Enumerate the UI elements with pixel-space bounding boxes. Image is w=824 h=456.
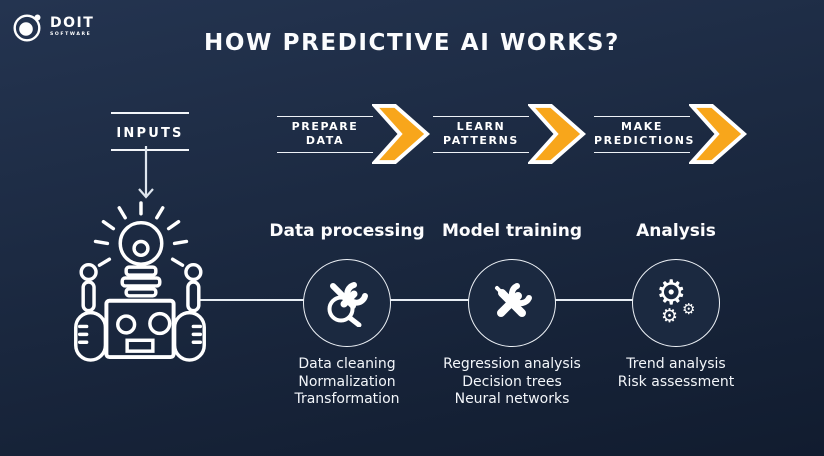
stage-title: Model training [441,221,583,241]
flow-step-label: LEARN PATTERNS [433,115,529,153]
stage-title: Data processing [269,221,425,241]
list-item: Decision trees [462,373,562,390]
stage-list: Trend analysis Risk assessment [566,356,786,391]
connector-line [199,299,633,301]
doit-logo-text: DOIT SOFTWARE [50,16,94,37]
stage-list: Regression analysis Decision trees Neura… [402,356,622,409]
list-item: Data cleaning [298,356,396,372]
flow-step-text-line2: DATA [305,134,345,147]
stage-circle [468,259,556,347]
doit-logo-icon [13,14,41,42]
list-item: Neural networks [454,391,570,407]
gear-large-icon: ⚙ [656,273,687,313]
chevron-right-icon [689,104,747,164]
stage-circle [303,259,391,347]
stage-list: Data cleaning Normalization Transformati… [237,356,457,409]
flow-step-label: PREPARE DATA [277,115,373,153]
flow-step-label: MAKE PREDICTIONS [594,115,696,153]
gears-icon: ⚙ ⚙ ⚙ [652,273,700,327]
list-item: Trend analysis [626,356,726,372]
inputs-label-box: INPUTS [111,112,189,151]
crossed-tools-icon [495,283,532,317]
list-item: Risk assessment [617,373,735,390]
flow-step-text-line2: PREDICTIONS [594,134,696,147]
flow-step-text-line1: PREPARE [291,119,359,133]
gear-medium-icon: ⚙ [661,305,679,327]
down-arrow-icon [138,146,154,199]
flow-step-prepare-data: PREPARE DATA [277,103,430,165]
stage-title: Analysis [636,221,716,241]
flow-step-learn-patterns: LEARN PATTERNS [433,103,586,165]
stage-circle: ⚙ ⚙ ⚙ [632,259,720,347]
page-title: HOW PREDICTIVE AI WORKS? [204,30,620,56]
gear-small-icon: ⚙ [682,300,696,318]
list-item: Transformation [294,391,400,407]
magnifier-tools-icon [327,282,368,327]
flow-step-make-predictions: MAKE PREDICTIONS [594,103,747,165]
robot-icon [74,201,206,362]
flow-step-text-line2: PATTERNS [443,134,519,147]
chevron-right-icon [528,104,586,164]
flow-step-text-line1: MAKE [621,119,663,133]
list-item: Regression analysis [443,356,581,372]
doit-logo: DOIT SOFTWARE [12,11,94,43]
list-item: Normalization [298,373,396,390]
flow-step-text-line1: LEARN [456,119,506,133]
logo-subtitle: SOFTWARE [50,31,92,37]
inputs-label: INPUTS [116,126,184,141]
chevron-right-icon [372,104,430,164]
logo-brand: DOIT [50,15,95,32]
